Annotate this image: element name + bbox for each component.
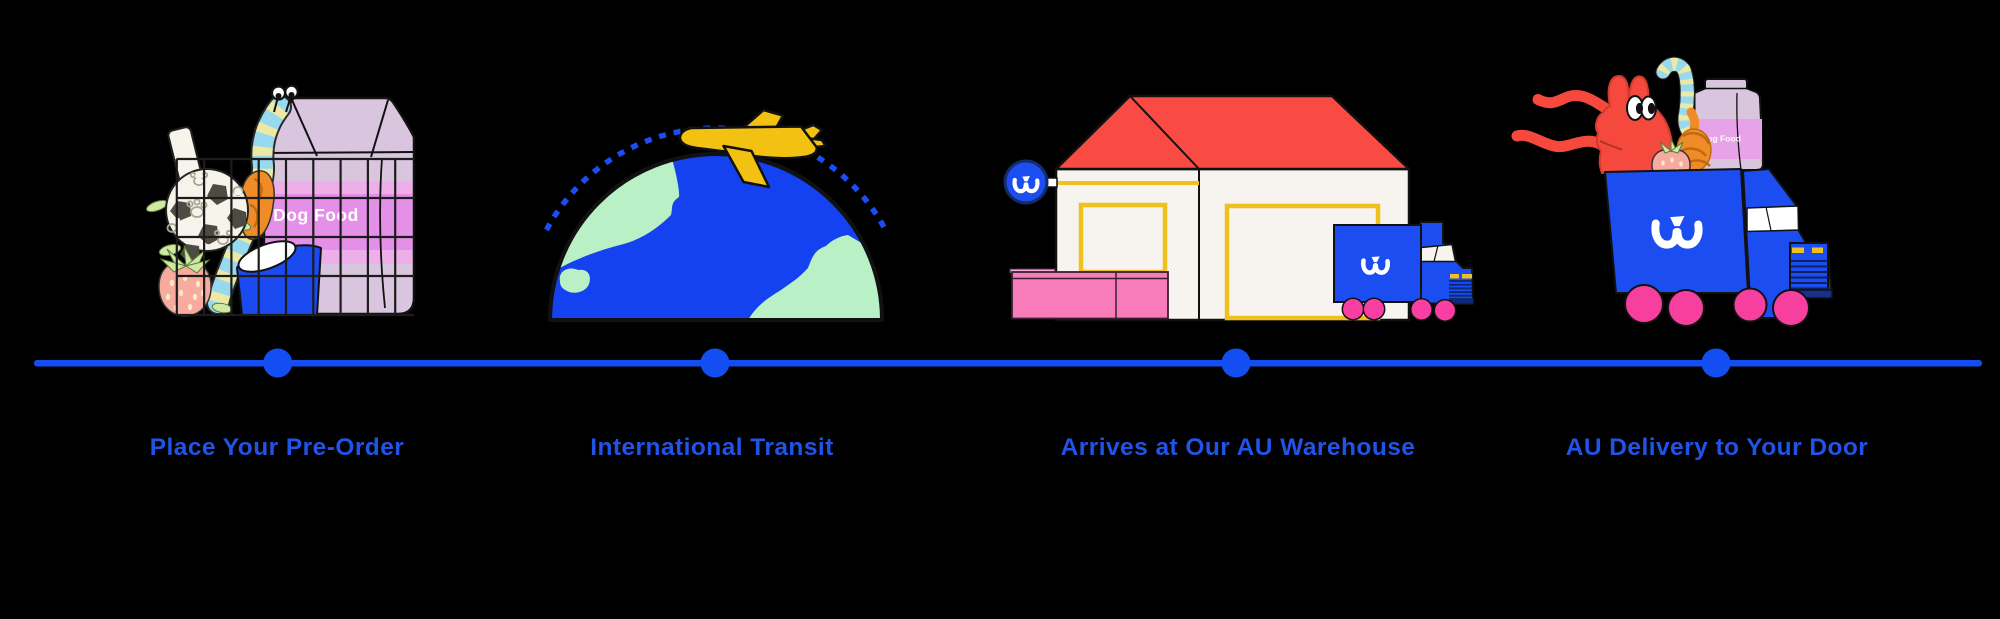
svg-text:International Transit: International Transit <box>590 434 834 461</box>
svg-text:Place Your Pre-Order: Place Your Pre-Order <box>150 434 405 461</box>
svg-text:Dog Food: Dog Food <box>1701 134 1741 144</box>
svg-text:Dog Food: Dog Food <box>273 205 359 225</box>
svg-text:AU Delivery to Your Door: AU Delivery to Your Door <box>1566 434 1869 461</box>
svg-text:Arrives at Our AU Warehouse: Arrives at Our AU Warehouse <box>1061 434 1416 461</box>
